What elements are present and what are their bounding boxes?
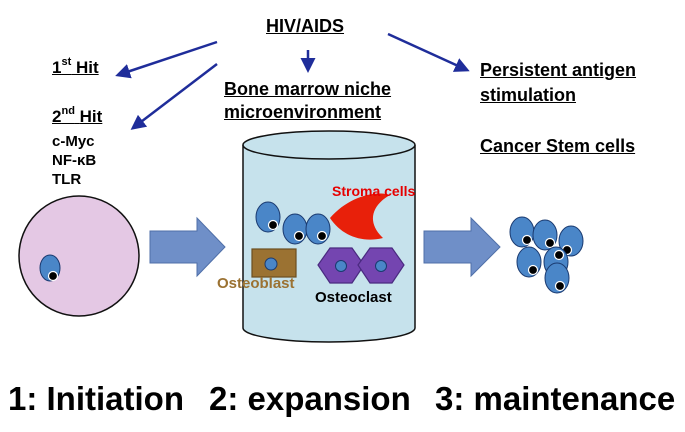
block-arrow-1 — [149, 216, 226, 278]
arrow-to-first-hit — [115, 40, 218, 79]
stage-expansion: 2: expansion — [209, 380, 411, 417]
osteoclast-nucleus-2 — [375, 260, 387, 272]
antigen-label-line1: Persistent antigen — [480, 60, 637, 80]
stroma-cells-label: Stroma cells — [332, 183, 416, 199]
niche-cylinder — [242, 145, 416, 343]
second-hit-number: 2 — [52, 107, 62, 126]
initiation-cell — [18, 195, 140, 317]
initiation-cell-dot — [47, 270, 59, 282]
osteoblast-nucleus — [264, 257, 278, 271]
stroma-cell-shape — [330, 193, 390, 240]
arrow-to-second-hit — [130, 63, 218, 130]
factor-nf-kb: NF-κB — [52, 152, 97, 169]
first-hit-suffix: st — [61, 56, 72, 69]
factor-c-myc: c-Myc — [52, 133, 95, 150]
osteoclast-label: Osteoclast — [315, 289, 392, 306]
first-hit-label: 1st Hit — [52, 56, 99, 78]
cancer-stem-cells-label: Cancer Stem cells — [480, 136, 636, 156]
niche-label-line1: Bone marrow niche — [224, 79, 392, 99]
second-hit-word: Hit — [79, 107, 103, 126]
niche-cylinder-top — [242, 130, 416, 160]
niche-label-line2: microenvironment — [224, 102, 382, 122]
second-hit-suffix: nd — [61, 105, 75, 118]
stage-initiation: 1: Initiation — [8, 380, 184, 417]
arrow-to-antigen — [387, 32, 470, 72]
antigen-label-line2: stimulation — [480, 85, 577, 105]
block-arrow-2 — [423, 216, 501, 278]
hiv-aids-title: HIV/AIDS — [266, 16, 345, 36]
factor-tlr: TLR — [52, 171, 82, 188]
second-hit-label: 2nd Hit — [52, 105, 103, 127]
osteoblast-label: Osteoblast — [217, 275, 295, 292]
osteoclast-nucleus-1 — [335, 260, 347, 272]
stage-maintenance: 3: maintenance — [435, 380, 676, 417]
first-hit-word: Hit — [75, 58, 99, 77]
cancer-stem-cell-cluster — [509, 216, 584, 294]
niche-cells — [255, 201, 331, 245]
first-hit-number: 1 — [52, 58, 62, 77]
